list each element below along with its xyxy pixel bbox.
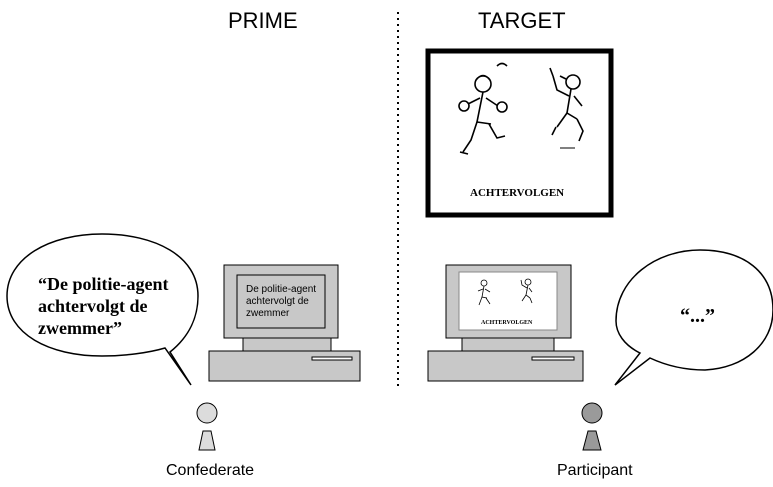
participant-speech-text: “...” (680, 305, 715, 327)
confederate-speech-bubble (6, 233, 199, 386)
confederate-computer-base (208, 350, 361, 382)
participant-speech-bubble (614, 249, 773, 386)
participant-monitor-stand (461, 337, 555, 352)
confederate-label: Confederate (166, 462, 255, 479)
confederate-computer (208, 264, 361, 382)
runner-figure-icon (458, 62, 508, 155)
confederate-screen-text: De politie-agent achtervolgt de zwemmer (246, 284, 316, 320)
target-heading: TARGET (478, 8, 566, 33)
confederate-screen-line-1: De politie-agent (246, 284, 317, 295)
target-picture-caption: ACHTERVOLGEN (470, 187, 565, 199)
confederate-person-icon (196, 402, 218, 451)
confederate-screen-line-3: zwemmer (246, 308, 290, 319)
participant-drive-slot (531, 356, 575, 361)
confederate-screen (236, 274, 326, 329)
confederate-speech-text: “De politie-agent achtervolgt de zwemmer… (38, 273, 168, 339)
confederate-monitor-stand (242, 337, 332, 352)
target-picture-frame (425, 48, 614, 218)
participant-person-icon (581, 402, 603, 451)
participant-label: Participant (557, 462, 633, 479)
participant-computer-base (427, 350, 584, 382)
confederate-speech-line-1: “De politie-agent (38, 274, 169, 294)
screen-runner-icon (477, 279, 491, 306)
participant-computer (427, 264, 584, 382)
screen-chaser-icon (520, 278, 533, 304)
participant-screen (458, 271, 558, 331)
confederate-drive-slot (311, 356, 353, 361)
chaser-figure-icon (549, 67, 584, 142)
confederate-speech-line-2: achtervolgt de (38, 296, 148, 316)
confederate-screen-line-2: achtervolgt de (246, 296, 309, 307)
prime-heading: PRIME (228, 8, 298, 33)
participant-screen-caption: ACHTERVOLGEN (481, 320, 533, 326)
confederate-speech-line-3: zwemmer” (38, 318, 122, 338)
